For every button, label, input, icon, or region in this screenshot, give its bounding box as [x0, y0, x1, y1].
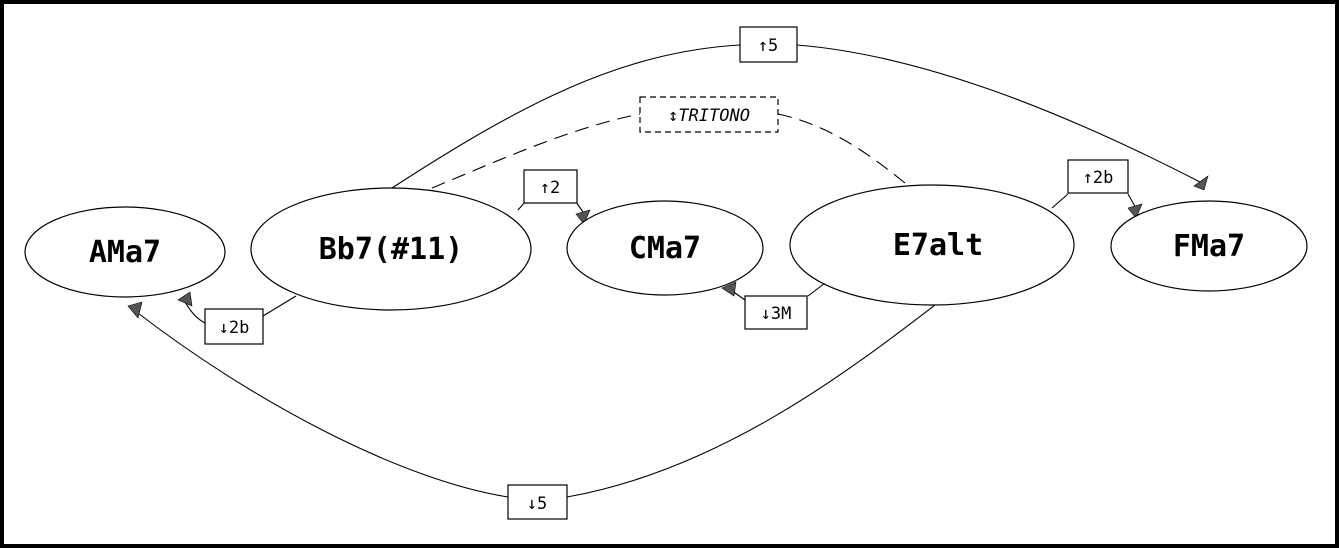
edge-label-up2[interactable]: ↑2	[523, 169, 578, 204]
node-bb7[interactable]: Bb7(#11)	[250, 187, 532, 311]
node-e7alt[interactable]: E7alt	[789, 184, 1075, 306]
node-cma7-label: CMa7	[629, 231, 701, 266]
edge-label-up5-text: ↑5	[758, 36, 778, 56]
edge-e7alt-to-ama7	[133, 304, 936, 498]
node-ama7[interactable]: AMa7	[24, 206, 226, 298]
edge-label-tritono-text: ↕TRITONO	[668, 106, 750, 126]
edge-bb7-tritono-e7alt	[431, 113, 906, 189]
edge-label-up2b[interactable]: ↑2b	[1067, 159, 1129, 194]
edge-label-down5[interactable]: ↓5	[507, 484, 568, 520]
arrowhead-fma7-left	[1127, 203, 1143, 219]
edge-label-tritono[interactable]: ↕TRITONO	[639, 96, 779, 133]
arrowhead-cma7-left	[575, 209, 591, 225]
arrowhead-fma7-top	[1193, 175, 1209, 191]
arrowhead-ama7-bottom	[127, 301, 143, 319]
arrowhead-cma7-bottom	[721, 281, 737, 297]
node-fma7[interactable]: FMa7	[1110, 200, 1308, 292]
node-e7alt-label: E7alt	[893, 228, 983, 263]
node-bb7-label: Bb7(#11)	[319, 232, 464, 267]
node-fma7-label: FMa7	[1173, 229, 1245, 264]
edge-label-up2-text: ↑2	[540, 178, 560, 198]
edge-label-down3m[interactable]: ↓3M	[744, 295, 808, 330]
edge-label-down5-text: ↓5	[527, 494, 547, 514]
edge-label-up5[interactable]: ↑5	[739, 26, 798, 63]
edge-label-down3m-text: ↓3M	[761, 304, 792, 324]
node-ama7-label: AMa7	[89, 235, 161, 270]
edge-label-down2b[interactable]: ↓2b	[204, 308, 264, 345]
edge-label-up2b-text: ↑2b	[1083, 168, 1114, 188]
node-cma7[interactable]: CMa7	[566, 200, 764, 296]
arrowhead-ama7-lower-right	[177, 291, 193, 307]
edge-label-down2b-text: ↓2b	[219, 318, 250, 338]
edge-bb7-to-fma7	[391, 44, 1201, 189]
